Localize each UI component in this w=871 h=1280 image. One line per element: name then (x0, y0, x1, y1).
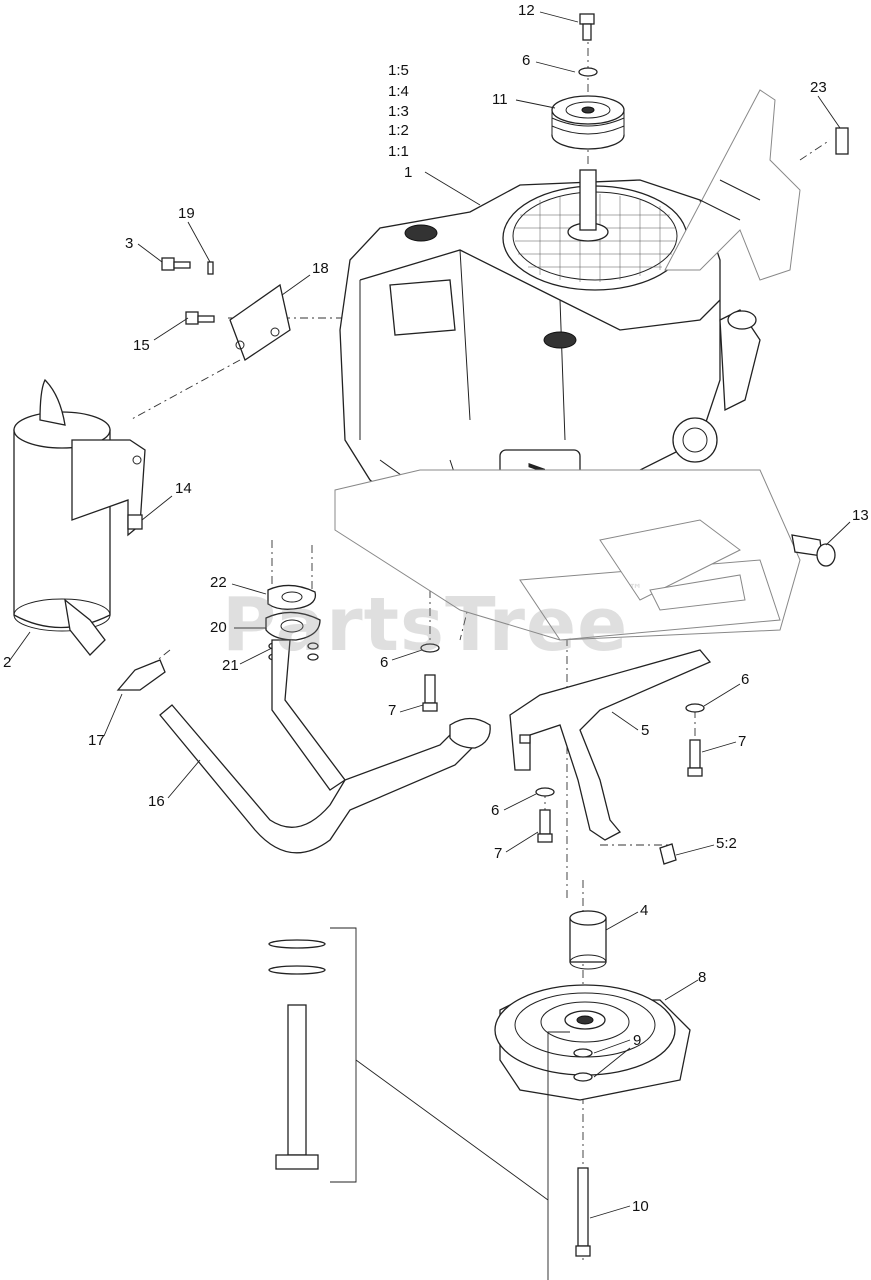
sensor-13 (791, 534, 836, 567)
callout-4: 4 (640, 902, 649, 919)
callout-20: 20 (210, 619, 227, 636)
washer-6-right (685, 703, 705, 713)
callout-13: 13 (852, 507, 869, 524)
callout-12: 12 (518, 2, 535, 19)
callout-1-1: 1:1 (388, 143, 409, 160)
fastener-19 (207, 261, 214, 275)
callout-6-right: 6 (741, 671, 750, 688)
callout-10: 10 (632, 1198, 649, 1215)
callout-1-5: 1:5 (388, 62, 409, 79)
clutch-8 (494, 984, 691, 1101)
callout-19: 19 (178, 205, 195, 222)
bolt-3 (161, 257, 191, 271)
callout-5-2: 5:2 (716, 835, 737, 852)
flange-20 (265, 611, 321, 641)
washer-6-lower (535, 787, 555, 797)
callout-7-left: 7 (388, 702, 397, 719)
callout-6-left: 6 (380, 654, 389, 671)
washer-9-b (573, 1072, 593, 1082)
washer-6-left (420, 643, 440, 653)
callout-15: 15 (133, 337, 150, 354)
bolt-10 (575, 1167, 591, 1257)
callout-11: 11 (492, 91, 508, 108)
pulley-11 (551, 95, 625, 150)
callout-23: 23 (810, 79, 827, 96)
callout-16: 16 (148, 793, 165, 810)
gasket-22 (267, 584, 317, 610)
callout-9: 9 (633, 1032, 642, 1049)
spacer-4 (569, 910, 607, 970)
callout-1: 1 (404, 164, 413, 181)
callout-14: 14 (175, 480, 192, 497)
leader-lines (9, 11, 851, 1219)
bolt-15 (185, 311, 215, 325)
exhaust-pipe-16 (159, 639, 491, 854)
nut-5-2 (659, 843, 677, 865)
bolt-7-lower (537, 809, 553, 843)
bracket-5 (509, 649, 712, 841)
shaft-assembly (268, 927, 570, 1280)
callout-7-lower: 7 (494, 845, 503, 862)
callout-21: 21 (222, 657, 239, 674)
callout-18: 18 (312, 260, 329, 277)
callout-2: 2 (3, 654, 12, 671)
bolt-7-right (687, 739, 703, 777)
washer-6-top (578, 67, 598, 77)
muffler-2 (13, 378, 146, 656)
callout-7-right: 7 (738, 733, 747, 750)
bracket-18 (229, 283, 291, 361)
callout-8: 8 (698, 969, 707, 986)
bolt-7-left (422, 674, 438, 712)
callout-3: 3 (125, 235, 134, 252)
callout-1-3: 1:3 (388, 103, 409, 120)
callout-22: 22 (210, 574, 227, 591)
washer-9-a (573, 1048, 593, 1058)
clamp-17 (116, 659, 166, 691)
bolt-12 (579, 13, 595, 41)
nut-14 (127, 514, 143, 530)
callout-5: 5 (641, 722, 650, 739)
callout-6-lower: 6 (491, 802, 500, 819)
bracket-23 (664, 89, 849, 281)
callout-6-top: 6 (522, 52, 531, 69)
mounting-plate (334, 469, 801, 641)
callout-1-2: 1:2 (388, 122, 409, 139)
callout-17: 17 (88, 732, 105, 749)
callout-1-4: 1:4 (388, 83, 409, 100)
